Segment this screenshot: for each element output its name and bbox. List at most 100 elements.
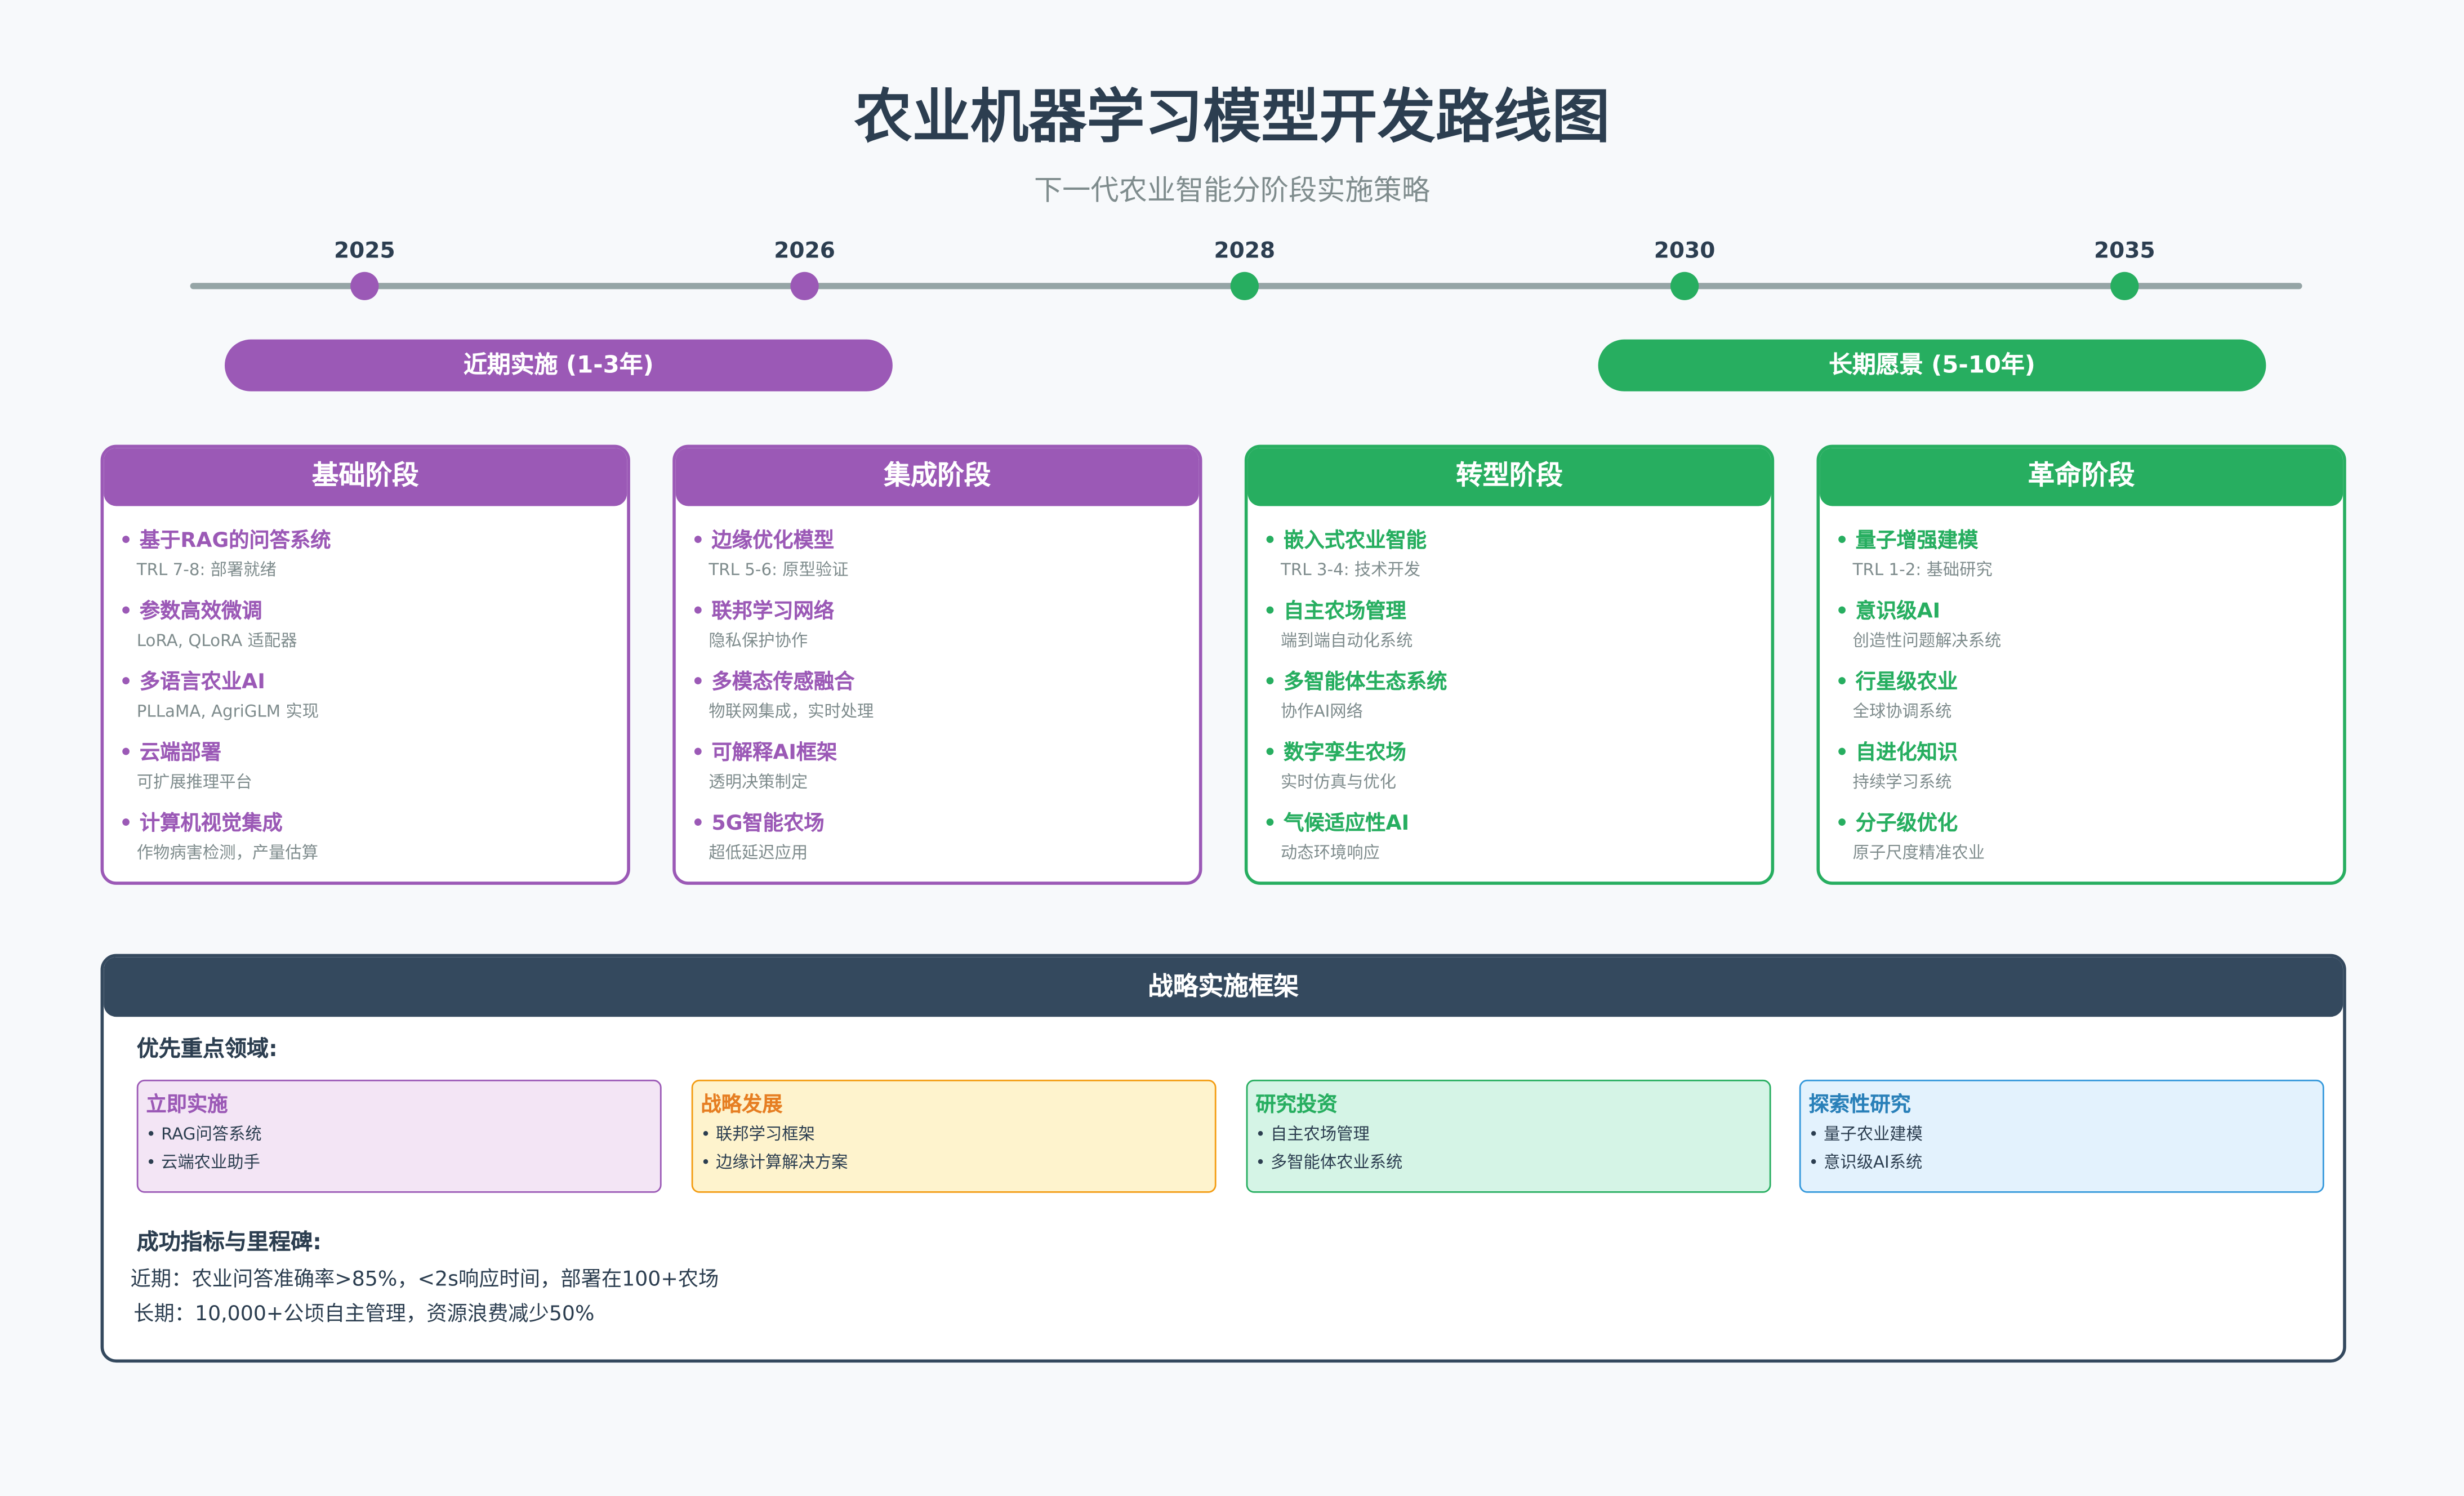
phase-item-subtitle: 作物病害检测，产量估算 [136, 844, 319, 863]
phase-item-title: 意识级AI [1835, 594, 2001, 624]
phase-title: 集成阶段 [675, 448, 1199, 506]
phase-item-subtitle: LoRA, QLoRA 适配器 [136, 631, 297, 651]
near-term-pill: 近期实施 (1-3年) [224, 339, 893, 391]
phase-item-title: 数字孪生农场 [1263, 736, 1406, 765]
phase-item-title: 多模态传感融合 [692, 665, 874, 694]
phase-item: 气候适应性AI 动态环境响应 [1263, 806, 1409, 864]
phase-item: 多智能体生态系统 协作AI网络 [1263, 665, 1447, 723]
phase-item-title: 参数高效微调 [119, 594, 297, 624]
phase-item: 数字孪生农场 实时仿真与优化 [1263, 736, 1406, 794]
timeline-milestone-dot [2110, 271, 2139, 300]
priority-box: 立即实施 RAG问答系统云端农业助手 [136, 1079, 662, 1193]
phase-title: 基础阶段 [104, 448, 627, 506]
priority-box: 探索性研究量子农业建模意识级AI系统 [1799, 1079, 2324, 1193]
phase-item-subtitle: 动态环境响应 [1281, 844, 1380, 863]
phase-item-title: 量子增强建模 [1835, 523, 1993, 553]
phase-item-subtitle: TRL 1-2: 基础研究 [1852, 561, 1993, 580]
phase-item: 云端部署 可扩展推理平台 [119, 736, 252, 794]
phase-item: 自主农场管理 端到端自动化系统 [1263, 594, 1413, 652]
phase-item-subtitle: 全球协调系统 [1852, 702, 1952, 722]
phase-item-subtitle: 实时仿真与优化 [1281, 773, 1397, 792]
phase-item-title: 计算机视觉集成 [119, 806, 318, 836]
phase-card: 基础阶段 基于RAG的问答系统 TRL 7-8: 部署就绪 参数高效微调 LoR… [100, 444, 630, 885]
phase-item-title: 自进化知识 [1835, 736, 1958, 765]
priority-box: 研究投资自主农场管理多智能体农业系统 [1246, 1079, 1771, 1193]
phase-item: 边缘优化模型 TRL 5-6: 原型验证 [692, 523, 848, 581]
phase-item-title: 分子级优化 [1835, 806, 1985, 836]
phase-item: 参数高效微调 LoRA, QLoRA 适配器 [119, 594, 297, 652]
phase-item: 多语言农业AI PLLaMA, AgriGLM 实现 [119, 665, 319, 723]
phase-item-subtitle: 物联网集成，实时处理 [709, 702, 874, 722]
phase-card: 转型阶段 嵌入式农业智能 TRL 3-4: 技术开发 自主农场管理 端到端自动化… [1244, 444, 1775, 885]
strategy-framework: 战略实施框架 优先重点领域: 立即实施 RAG问答系统云端农业助手 战略发展联邦学… [100, 954, 2346, 1363]
year-label: 2026 [774, 239, 835, 264]
priority-box-item: 云端农业助手 [146, 1150, 660, 1174]
phase-item-subtitle: 协作AI网络 [1281, 702, 1363, 722]
priority-box: 战略发展联邦学习框架边缘计算解决方案 [691, 1079, 1217, 1193]
phase-item-subtitle: 隐私保护协作 [709, 631, 808, 651]
year-label: 2028 [1214, 239, 1276, 264]
phase-item-subtitle: 原子尺度精准农业 [1852, 844, 1985, 863]
priority-heading: 优先重点领域: [136, 1037, 278, 1063]
phase-item-title: 可解释AI框架 [692, 736, 837, 765]
phase-item-title: 基于RAG的问答系统 [119, 523, 331, 553]
metric-long: 长期：10,000+公顷自主管理，资源浪费减少50% [133, 1303, 595, 1326]
page-subtitle: 下一代农业智能分阶段实施策略 [1033, 174, 1431, 208]
priority-box-title: 探索性研究 [1808, 1093, 1911, 1117]
phase-item-title: 气候适应性AI [1263, 806, 1409, 836]
metrics-heading: 成功指标与里程碑: [136, 1230, 322, 1256]
priority-box-item: RAG问答系统 [146, 1122, 660, 1146]
phase-item-subtitle: TRL 7-8: 部署就绪 [136, 561, 277, 580]
phase-item: 意识级AI 创造性问题解决系统 [1835, 594, 2002, 652]
phase-item-subtitle: 端到端自动化系统 [1281, 631, 1413, 651]
phase-item: 5G智能农场 超低延迟应用 [692, 806, 825, 864]
phase-item: 联邦学习网络 隐私保护协作 [692, 594, 835, 652]
phase-item-subtitle: 超低延迟应用 [709, 844, 808, 863]
phase-item-subtitle: TRL 3-4: 技术开发 [1281, 561, 1421, 580]
long-term-pill: 长期愿景 (5-10年) [1598, 339, 2266, 391]
priority-box-item: 量子农业建模 [1809, 1122, 2323, 1146]
timeline-milestone-dot [790, 271, 819, 300]
timeline-milestone-dot [350, 271, 379, 300]
phase-item: 可解释AI框架 透明决策制定 [692, 736, 837, 794]
priority-box-title: 立即实施 [146, 1093, 228, 1117]
phase-item: 分子级优化 原子尺度精准农业 [1835, 806, 1985, 864]
year-label: 2025 [333, 239, 395, 264]
phase-item: 量子增强建模 TRL 1-2: 基础研究 [1835, 523, 1993, 581]
metric-near: 近期：农业问答准确率>85%，<2s响应时间，部署在100+农场 [130, 1268, 719, 1292]
phase-item-title: 自主农场管理 [1263, 594, 1413, 624]
phase-item: 自进化知识 持续学习系统 [1835, 736, 1958, 794]
phase-item-subtitle: 持续学习系统 [1852, 773, 1952, 792]
phase-item-title: 联邦学习网络 [692, 594, 835, 624]
phase-item-title: 多语言农业AI [119, 665, 319, 694]
phase-item: 行星级农业 全球协调系统 [1835, 665, 1958, 723]
phase-item: 嵌入式农业智能 TRL 3-4: 技术开发 [1263, 523, 1427, 581]
phase-item-subtitle: 透明决策制定 [709, 773, 808, 792]
year-label: 2035 [2093, 239, 2155, 264]
phase-item-title: 行星级农业 [1835, 665, 1958, 694]
priority-box-item: 自主农场管理 [1255, 1122, 1769, 1146]
phase-item-title: 多智能体生态系统 [1263, 665, 1447, 694]
phase-item-title: 云端部署 [119, 736, 252, 765]
timeline-milestone-dot [1670, 271, 1699, 300]
priority-box-item: 边缘计算解决方案 [701, 1150, 1214, 1174]
phase-item: 基于RAG的问答系统 TRL 7-8: 部署就绪 [119, 523, 331, 581]
year-label: 2030 [1654, 239, 1716, 264]
phase-item-subtitle: 创造性问题解决系统 [1852, 631, 2002, 651]
priority-box-item: 联邦学习框架 [701, 1122, 1214, 1146]
phase-card: 集成阶段 边缘优化模型 TRL 5-6: 原型验证 联邦学习网络 隐私保护协作 … [672, 444, 1202, 885]
phase-item-subtitle: PLLaMA, AgriGLM 实现 [136, 702, 319, 722]
timeline-milestone-dot [1230, 271, 1259, 300]
phase-item-title: 5G智能农场 [692, 806, 825, 836]
page-title: 农业机器学习模型开发路线图 [854, 83, 1610, 151]
phase-item: 多模态传感融合 物联网集成，实时处理 [692, 665, 874, 723]
phase-item-title: 嵌入式农业智能 [1263, 523, 1427, 553]
framework-title: 战略实施框架 [104, 957, 2343, 1017]
phase-title: 革命阶段 [1820, 448, 2343, 506]
phase-card: 革命阶段 量子增强建模 TRL 1-2: 基础研究 意识级AI 创造性问题解决系… [1816, 444, 2346, 885]
phase-item: 计算机视觉集成 作物病害检测，产量估算 [119, 806, 318, 864]
priority-box-title: 研究投资 [1255, 1093, 1338, 1117]
phase-title: 转型阶段 [1247, 448, 1771, 506]
priority-box-title: 战略发展 [701, 1093, 783, 1117]
